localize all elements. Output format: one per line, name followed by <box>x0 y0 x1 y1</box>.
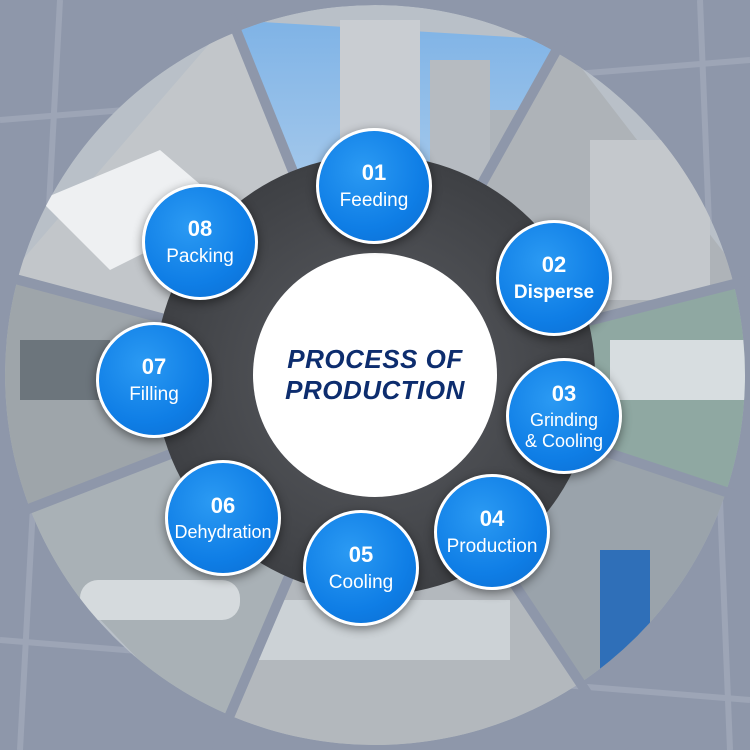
step-label: Disperse <box>513 281 595 303</box>
step-dehydration: 06 Dehydration <box>165 460 281 576</box>
step-production: 04 Production <box>434 474 550 590</box>
step-number: 05 <box>348 542 374 568</box>
step-cooling: 05 Cooling <box>303 510 419 626</box>
step-label: Cooling <box>328 571 394 593</box>
step-number: 03 <box>551 380 577 406</box>
center-disk <box>253 253 497 497</box>
step-label: Filling <box>129 383 179 405</box>
step-disperse: 02 Disperse <box>496 220 612 336</box>
step-filling: 07 Filling <box>96 322 212 438</box>
title-line-2: PRODUCTION <box>285 375 465 405</box>
step-number: 07 <box>141 354 167 380</box>
step-feeding: 01 Feeding <box>316 128 432 244</box>
title-line-1: PROCESS OF <box>287 344 463 375</box>
step-grinding-cooling: 03 Grinding & Cooling <box>506 358 622 474</box>
step-number: 01 <box>361 160 387 186</box>
step-number: 04 <box>479 506 505 532</box>
diagram-title: PROCESS OF PRODUCTION <box>258 318 492 432</box>
step-number: 08 <box>187 216 213 242</box>
step-label: Grinding & Cooling <box>524 409 604 451</box>
step-label: Packing <box>166 245 234 267</box>
step-packing: 08 Packing <box>142 184 258 300</box>
step-number: 02 <box>541 252 567 278</box>
step-number: 06 <box>210 493 236 518</box>
step-label: Dehydration <box>174 522 272 543</box>
step-label: Production <box>446 535 538 557</box>
step-label: Feeding <box>339 189 409 211</box>
